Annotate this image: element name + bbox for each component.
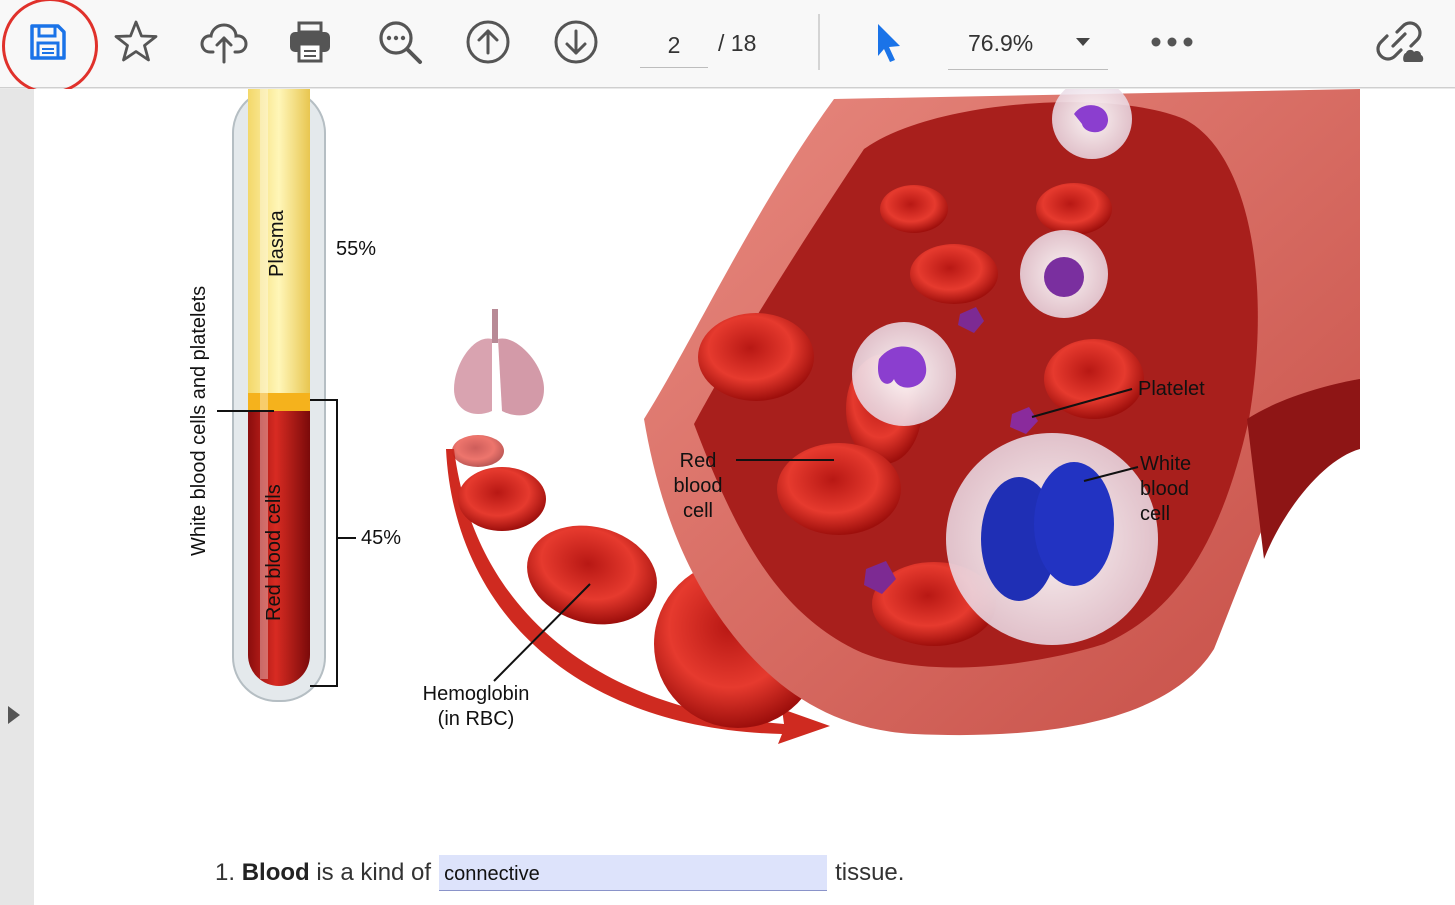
bookmark-button[interactable]	[110, 16, 162, 68]
toolbar: 2 / 18 76.9%	[0, 0, 1455, 94]
hemoglobin-label-line2: (in RBC)	[437, 708, 515, 730]
chevron-down-icon	[1076, 38, 1090, 46]
toolbar-divider	[818, 14, 820, 70]
zoom-search-icon	[379, 21, 422, 64]
red-blood-cell-label: Red blood cell	[664, 449, 732, 524]
plasma-percent: 55%	[336, 238, 377, 260]
upload-cloud-icon	[200, 23, 248, 64]
wbc-label-line1: White	[1140, 453, 1192, 475]
rbc-label-line3: cell	[682, 500, 713, 522]
platelet-label: Platelet	[1138, 378, 1205, 400]
star-icon	[114, 20, 158, 62]
zoom-dropdown[interactable]: 76.9%	[948, 24, 1108, 70]
rbc-label-line2: blood	[673, 475, 723, 497]
more-icon	[1151, 37, 1193, 47]
expand-panel-arrow-icon[interactable]	[8, 706, 20, 724]
plasma-label: Plasma	[266, 210, 288, 277]
rbc-label: Red blood cells	[263, 484, 285, 621]
more-tools-button[interactable]	[1146, 16, 1198, 68]
wbc-label-line3: cell	[1140, 503, 1171, 525]
question-suffix: tissue.	[835, 859, 905, 886]
save-icon	[30, 24, 66, 60]
page-number-input[interactable]: 2	[640, 24, 708, 68]
print-button[interactable]	[284, 16, 336, 68]
lungs-illustration	[454, 309, 544, 416]
select-tool-button[interactable]	[860, 16, 912, 68]
blood-composition-figure	[217, 89, 1360, 744]
page-down-icon	[554, 20, 598, 64]
page-total: / 18	[718, 30, 757, 56]
rbc-label-line1: Red	[679, 450, 717, 472]
left-panel-gutter	[0, 89, 34, 905]
save-button[interactable]	[22, 16, 74, 68]
question-1: 1. Blood is a kind of connective tissue.	[215, 855, 904, 891]
zoom-value: 76.9%	[968, 30, 1034, 56]
white-blood-cell-label: White blood cell	[1140, 452, 1191, 527]
hemoglobin-label-line1: Hemoglobin	[422, 683, 530, 705]
hemoglobin-label: Hemoglobin (in RBC)	[414, 682, 538, 732]
previous-page-button[interactable]	[462, 16, 514, 68]
question-bold-word: Blood	[241, 859, 310, 886]
upload-button[interactable]	[198, 16, 250, 68]
share-link-button[interactable]	[1374, 16, 1426, 68]
answer-input-field[interactable]: connective	[439, 855, 828, 891]
document-page: Plasma 55% White blood cells and platele…	[34, 89, 1455, 905]
rbc-percent: 45%	[361, 527, 402, 549]
select-cursor-icon	[878, 24, 900, 62]
print-icon	[290, 21, 330, 63]
share-link-icon	[1376, 21, 1424, 62]
next-page-button[interactable]	[550, 16, 602, 68]
page-up-icon	[466, 20, 510, 64]
wbc-label-line2: blood	[1140, 478, 1189, 500]
question-number: 1.	[215, 859, 236, 886]
wbc-platelets-label: White blood cells and platelets	[188, 285, 210, 556]
question-prefix: is a kind of	[316, 859, 432, 886]
find-button[interactable]	[374, 16, 426, 68]
